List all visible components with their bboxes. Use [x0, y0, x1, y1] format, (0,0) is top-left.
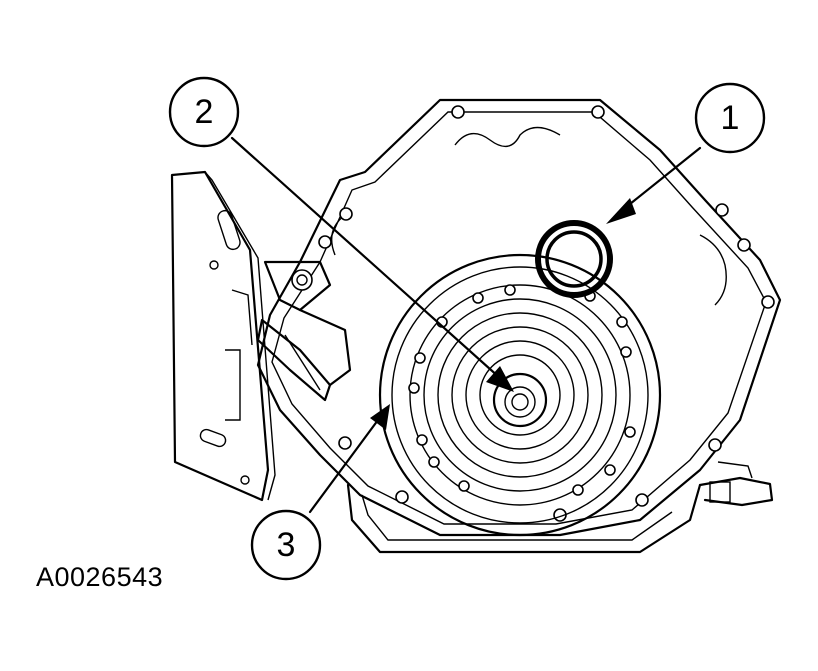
callout-1-number: 1	[721, 99, 740, 137]
pilot-ring	[535, 220, 613, 298]
leader-arrow-1	[606, 146, 702, 224]
callout-3-number: 3	[277, 526, 296, 564]
bell-housing	[256, 98, 782, 537]
figure-id-label: A0026543	[36, 562, 164, 592]
callout-1: 1	[694, 82, 766, 154]
callout-2: 2	[168, 76, 240, 148]
lower-pan	[346, 483, 702, 554]
callout-3: 3	[250, 509, 322, 581]
leader-arrow-2	[230, 136, 514, 392]
callout-2-number: 2	[195, 93, 214, 131]
leader-arrow-3	[308, 404, 390, 514]
cooler-line-fitting	[698, 461, 774, 507]
manual-lever-linkage	[256, 260, 352, 402]
torque-converter	[378, 253, 662, 537]
mounting-bracket	[170, 170, 276, 502]
